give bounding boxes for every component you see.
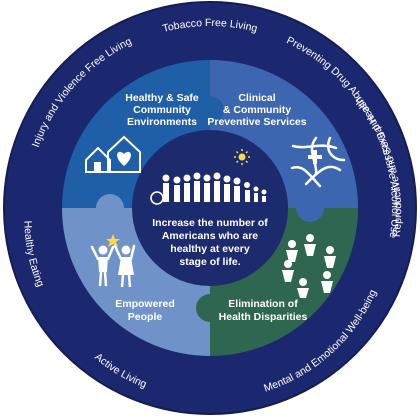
people-group-icon — [150, 172, 267, 205]
quadrant-title-top-left-3: Environments — [127, 116, 197, 128]
puzzle-tab-bottom — [196, 294, 224, 322]
puzzle-tab-right — [296, 194, 324, 222]
center-text-1: Increase the number of — [152, 217, 268, 229]
empowered-people-icon — [90, 234, 136, 288]
star-icon — [106, 234, 120, 247]
clinical-services-icon — [290, 136, 346, 188]
quadrant-title-top-right-2: & Community — [223, 104, 291, 116]
center-text-3: healthy at every — [170, 243, 250, 255]
center-circle — [132, 130, 288, 286]
quadrant-title-bottom-right-1: Elimination of — [228, 298, 298, 310]
houses-icon — [85, 135, 141, 173]
quadrant-title-top-left-2: Community — [133, 104, 191, 116]
puzzle-tab-top — [196, 96, 224, 124]
wheelchair-icon — [150, 191, 164, 205]
puzzle-tab-left — [96, 194, 124, 222]
quadrant-title-top-left-1: Healthy & Safe — [125, 92, 199, 104]
center-text-4: stage of life. — [179, 256, 240, 268]
ring-label-tobacco: Tobacco Free Living — [161, 17, 258, 35]
quadrant-title-top-right-1: Clinical — [238, 92, 275, 104]
sun-icon — [234, 149, 250, 165]
quadrant-title-bottom-left-2: People — [128, 311, 163, 323]
center-text-2: Americans who are — [162, 230, 258, 242]
people-circle-icon — [282, 234, 336, 298]
quadrant-title-bottom-left-1: Empowered — [115, 298, 175, 310]
quadrant-title-top-right-3: Preventive Services — [207, 116, 306, 128]
quadrant-title-bottom-right-2: Health Disparities — [219, 311, 308, 323]
